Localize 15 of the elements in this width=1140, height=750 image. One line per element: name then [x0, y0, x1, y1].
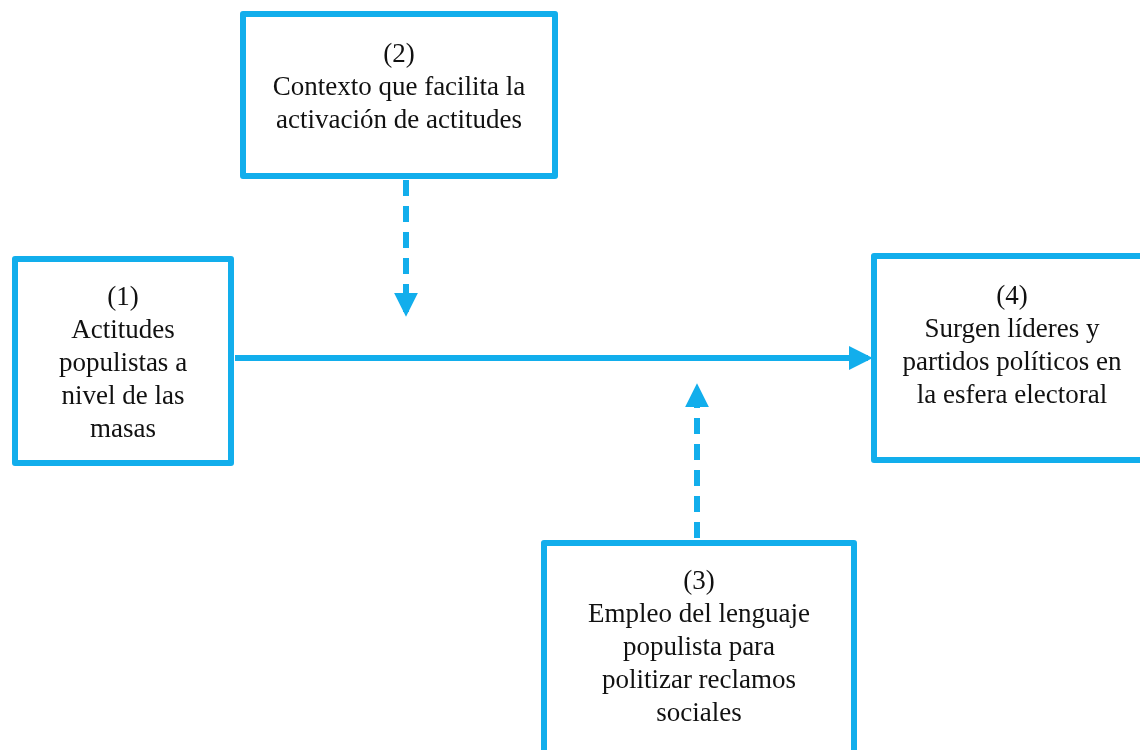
- process-box: [871, 253, 1140, 463]
- arrow: [394, 180, 418, 317]
- step-number: (2): [383, 37, 415, 70]
- box-text: Empleo del lenguaje populista para politizar reclamos sociales: [587, 596, 811, 729]
- box-text: Contexto que facilita la activación de actitudes: [271, 69, 527, 136]
- step-number: (1): [107, 280, 139, 313]
- process-box: [12, 256, 234, 466]
- step-number: (4): [996, 279, 1028, 312]
- box-text: Surgen líderes y partidos políticos en la esfera electoral: [901, 311, 1123, 411]
- step-number: (3): [683, 564, 715, 597]
- process-box: [541, 540, 857, 750]
- arrow: [235, 346, 873, 370]
- process-box: [240, 11, 558, 179]
- arrow: [685, 383, 709, 538]
- box-text: Actitudes populistas a nivel de las masas: [57, 312, 189, 445]
